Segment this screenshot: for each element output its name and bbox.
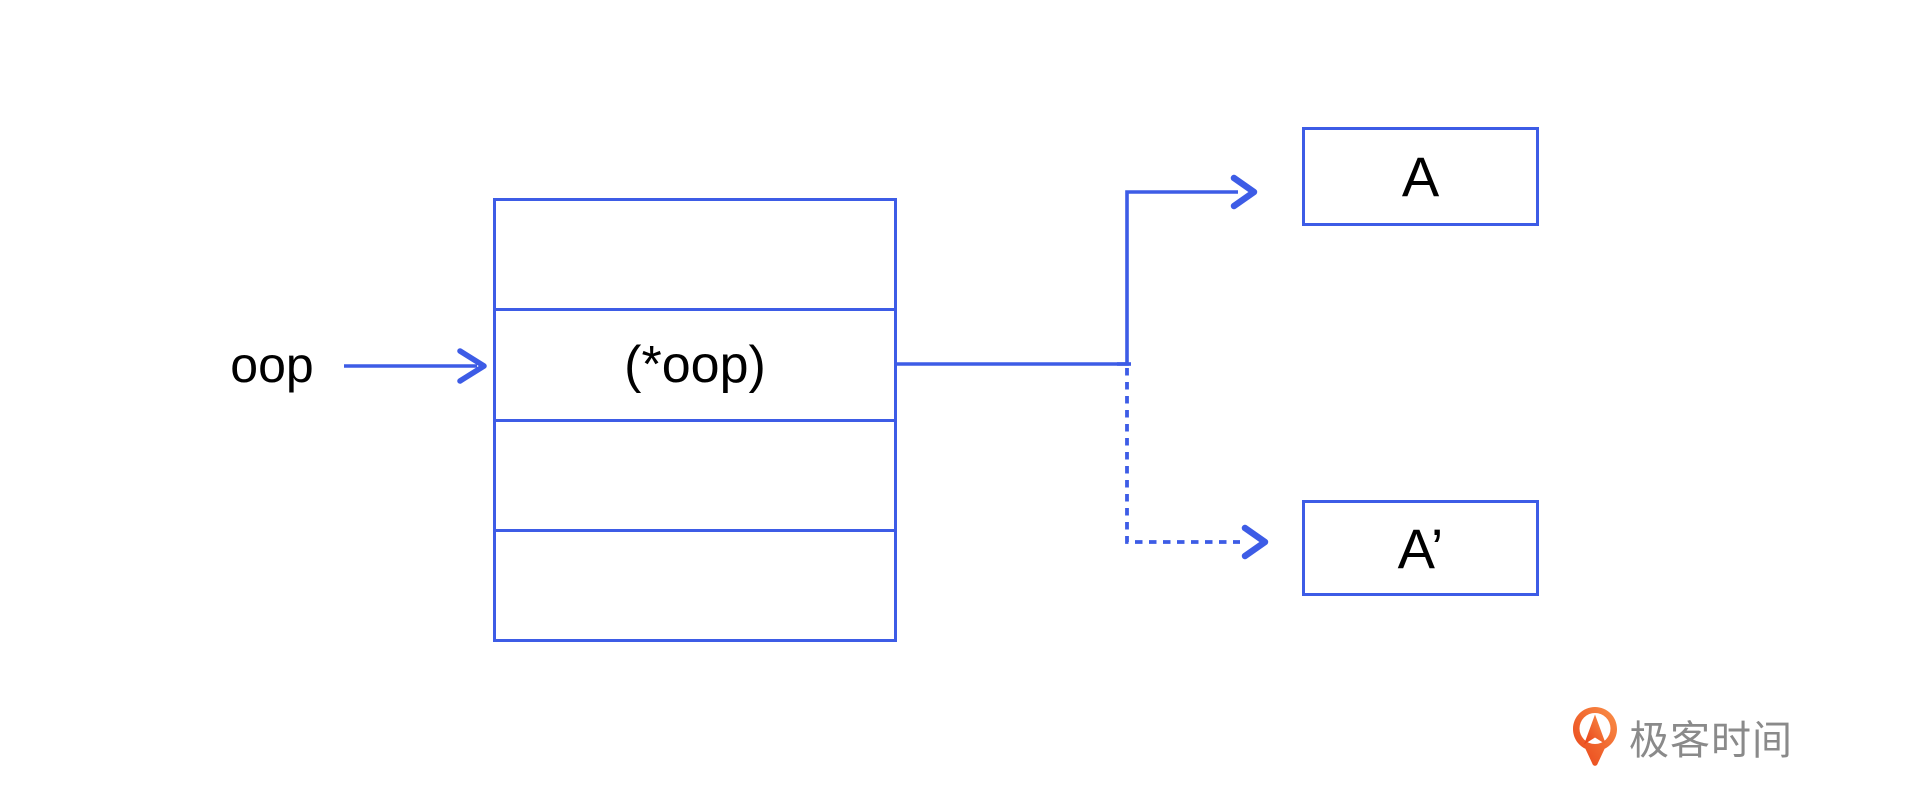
- table-row-3: [496, 422, 894, 532]
- oop-pointer-label: oop: [230, 337, 314, 393]
- arrowhead-solid: [457, 348, 487, 384]
- arrowhead-dashed: [1241, 524, 1269, 560]
- table-row-2: (*oop): [496, 311, 894, 422]
- arrow-oop-to-table: [344, 348, 487, 384]
- object-box-a-prime: A’: [1302, 500, 1539, 596]
- object-box-a-prime-label: A’: [1397, 516, 1444, 580]
- object-box-a-label: A: [1401, 145, 1440, 208]
- geektime-logo-text: 极客时间: [1629, 719, 1793, 763]
- dashed-arrow-table-to-a-prime: [1125, 368, 1269, 560]
- oop-handle-table: (*oop): [493, 198, 897, 642]
- table-row-4: [496, 532, 894, 639]
- arrowhead-solid: [1230, 174, 1258, 210]
- table-row-1: [496, 201, 894, 312]
- geektime-logo: 极客时间: [1572, 706, 1793, 768]
- arrow-table-to-a: [896, 174, 1258, 366]
- table-cell-oop-deref: (*oop): [624, 335, 766, 394]
- geektime-pin-icon: [1573, 707, 1617, 766]
- object-box-a: A: [1302, 127, 1539, 226]
